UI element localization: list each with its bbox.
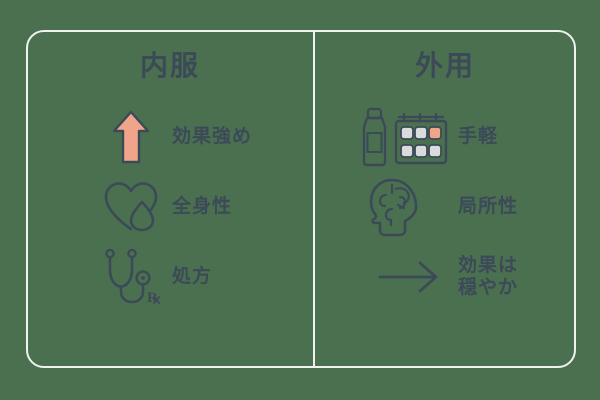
panel-topical-title: 外用 [414,50,475,81]
head-brain-icon [354,177,450,237]
panel-oral-title: 内服 [139,50,200,81]
list-item-label: 効果強め [172,125,253,147]
list-item-label: 効果は 穏やか [458,254,519,298]
list-item: 全身性 [26,172,314,242]
list-item-label: 局所性 [458,195,519,217]
panel-topical: 外用 [314,30,576,368]
svg-text:R: R [147,290,158,306]
up-arrow-icon [100,107,162,167]
list-item: 効果は 穏やか [314,242,576,312]
right-arrow-icon [354,247,450,307]
panel-oral-items: 効果強め 全身性 [26,102,314,312]
heart-drop-icon [100,177,162,237]
list-item-label: 手軽 [458,125,499,147]
list-item-label: 処方 [172,265,213,287]
spray-bottle-blister-pack-icon [354,107,450,167]
panel-topical-items: 手軽 局所性 [314,102,576,312]
outer-frame [26,30,576,368]
panel-oral: 内服 効果強め 全身性 [26,30,314,368]
stethoscope-rx-icon: R [100,247,162,307]
list-item: 局所性 [314,172,576,242]
panel-divider [313,30,315,368]
list-item: R 処方 [26,242,314,312]
list-item: 効果強め [26,102,314,172]
list-item: 手軽 [314,102,576,172]
list-item-label: 全身性 [172,195,233,217]
